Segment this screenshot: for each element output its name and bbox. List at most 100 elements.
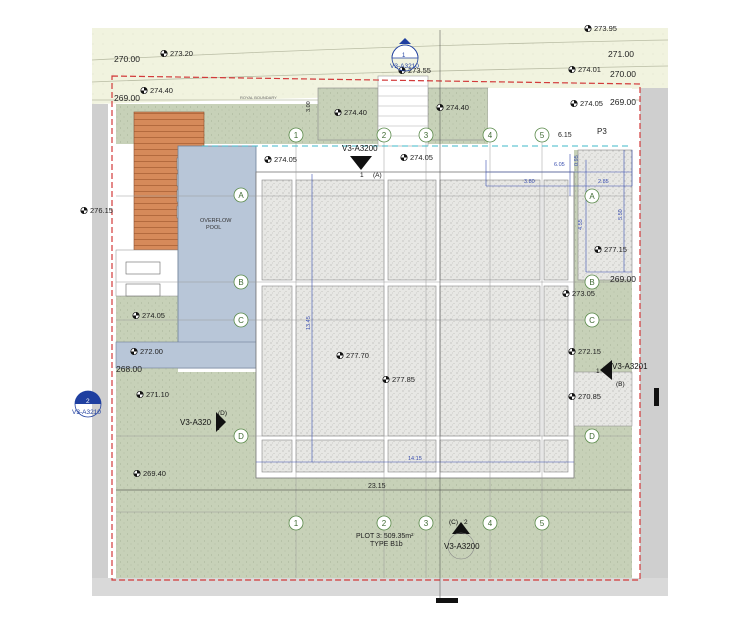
grid-label: 2	[382, 131, 387, 140]
level-markers	[80, 24, 602, 478]
grid-label: 5	[540, 131, 545, 140]
grid-bubbles	[233, 127, 600, 531]
grid-label: 1	[294, 519, 299, 528]
svg-text:V3-A3200: V3-A3200	[444, 542, 480, 551]
grid-label: B	[589, 278, 594, 287]
grid-label: 2	[382, 519, 387, 528]
contour-text: 271.00	[608, 49, 634, 59]
level-marker-fill	[400, 154, 408, 161]
dim-text: 5.50	[618, 209, 624, 220]
neighbour-wall-right	[640, 88, 668, 596]
dim-text: 3.00	[306, 101, 312, 112]
section-marker-top: 1 V3-A3210	[390, 38, 419, 72]
axis-grid	[116, 128, 632, 578]
grid-label: 4	[488, 519, 493, 528]
dim-text: 3.80	[524, 179, 535, 185]
level-marker-fill	[132, 312, 140, 319]
grid-label: C	[238, 316, 244, 325]
svg-text:2: 2	[86, 398, 90, 405]
level-text: 270.85	[578, 392, 601, 401]
side-paving	[573, 371, 633, 427]
svg-text:V3-A320: V3-A320	[180, 418, 212, 427]
contour-line	[91, 39, 669, 61]
level-text: 272.15	[578, 347, 601, 356]
contour-text: 270.00	[114, 54, 140, 64]
section-marker-mid-left: V3-A320 2 (D)	[180, 410, 227, 432]
plot-code: P3	[597, 127, 607, 136]
paved-right-box	[577, 149, 633, 281]
grid-label: B	[238, 278, 243, 287]
level-marker-fill	[594, 246, 602, 253]
svg-text:1: 1	[402, 53, 406, 59]
neighbour-wall-left	[92, 104, 108, 596]
level-text: 277.85	[392, 375, 415, 384]
level-marker-fill	[80, 207, 88, 214]
level-text: 273.55	[408, 66, 431, 75]
level-marker-fill	[584, 25, 592, 32]
overflow-pool	[177, 145, 257, 369]
level-text: 272.00	[140, 347, 163, 356]
small-note: ROYAL BOUNDARY	[240, 95, 277, 100]
grid-label: 3	[424, 131, 429, 140]
level-text: 271.10	[146, 390, 169, 399]
dim-text: 2.85	[598, 179, 609, 185]
planter	[427, 87, 489, 141]
grid-label: C	[589, 316, 595, 325]
plot-info: PLOT 3: 509.35m²	[356, 533, 414, 540]
grid-label: 5	[540, 519, 545, 528]
lounger	[125, 283, 161, 297]
grid-label: 3	[424, 519, 429, 528]
svg-text:V3-A3200: V3-A3200	[342, 144, 378, 153]
level-text: 273.05	[572, 289, 595, 298]
level-marker-fill	[130, 348, 138, 355]
white-path	[488, 88, 632, 144]
grid-label: D	[238, 432, 244, 441]
level-marker-fill	[133, 470, 141, 477]
section-marker-bottom: 2 (C) V3-A3200	[444, 519, 480, 560]
svg-text:2: 2	[216, 425, 220, 432]
level-marker-fill	[264, 156, 272, 163]
level-marker-fill	[568, 393, 576, 400]
level-marker-fill	[570, 100, 578, 107]
contour-text: 268.00	[116, 364, 142, 374]
level-marker-fill	[436, 104, 444, 111]
level-text: 274.05	[580, 99, 603, 108]
level-marker-fill	[140, 87, 148, 94]
section-marker-right: V3-A3201 1 (B)	[596, 360, 648, 388]
grid-label: D	[589, 432, 595, 441]
level-text: 274.40	[446, 103, 469, 112]
overall-dim-text: 23.15	[368, 483, 386, 490]
level-marker-fill	[382, 376, 390, 383]
grid-label: A	[238, 191, 244, 200]
grid-label: 1	[294, 131, 299, 140]
section-marker-left: 2 V3-A3210	[72, 390, 102, 418]
lounger	[125, 261, 161, 275]
contour-text: 270.00	[610, 69, 636, 79]
pool-edge	[115, 341, 257, 369]
level-text: 274.40	[344, 108, 367, 117]
lower-strip	[92, 578, 668, 596]
level-text: 273.95	[594, 24, 617, 33]
dim-text: 6.15	[558, 132, 572, 139]
level-marker-fill	[562, 290, 570, 297]
level-text: 274.01	[578, 65, 601, 74]
dim-text: 4.55	[578, 219, 584, 230]
level-marker-fill	[568, 66, 576, 73]
svg-text:V3-A3210: V3-A3210	[72, 409, 101, 416]
section-cut-marker	[436, 598, 458, 603]
planter	[317, 87, 379, 141]
dim-text: 0.95	[574, 155, 580, 166]
svg-text:V3-A3210: V3-A3210	[390, 63, 419, 70]
level-text: 269.40	[143, 469, 166, 478]
dim-text: 6.05	[554, 162, 565, 168]
level-marker-fill	[336, 352, 344, 359]
contour-text: 269.00	[114, 93, 140, 103]
svg-text:(C): (C)	[449, 519, 458, 526]
level-text: 274.05	[274, 155, 297, 164]
level-marker-fill	[334, 109, 342, 116]
level-text: 274.40	[150, 86, 173, 95]
contour-line	[91, 65, 669, 83]
level-marker-fill	[136, 391, 144, 398]
